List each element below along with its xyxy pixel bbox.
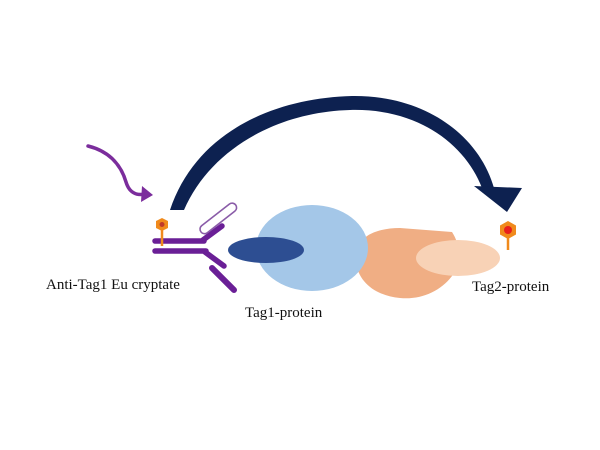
acceptor-fluorophore-icon [500, 221, 516, 250]
tag2-protein-label: Tag2-protein [472, 279, 550, 295]
excitation-arrow-icon [86, 144, 153, 202]
tag1-protein [228, 205, 368, 291]
tag2-tag [416, 240, 500, 276]
tag1-protein-label: Tag1-protein [245, 305, 323, 321]
donor-label: Anti-Tag1 Eu cryptate [46, 277, 180, 293]
tag1-tag [228, 237, 304, 263]
donor-fluorophore-icon [156, 218, 168, 246]
tag2-protein [355, 228, 500, 299]
energy-transfer-arrow-icon [170, 95, 522, 212]
